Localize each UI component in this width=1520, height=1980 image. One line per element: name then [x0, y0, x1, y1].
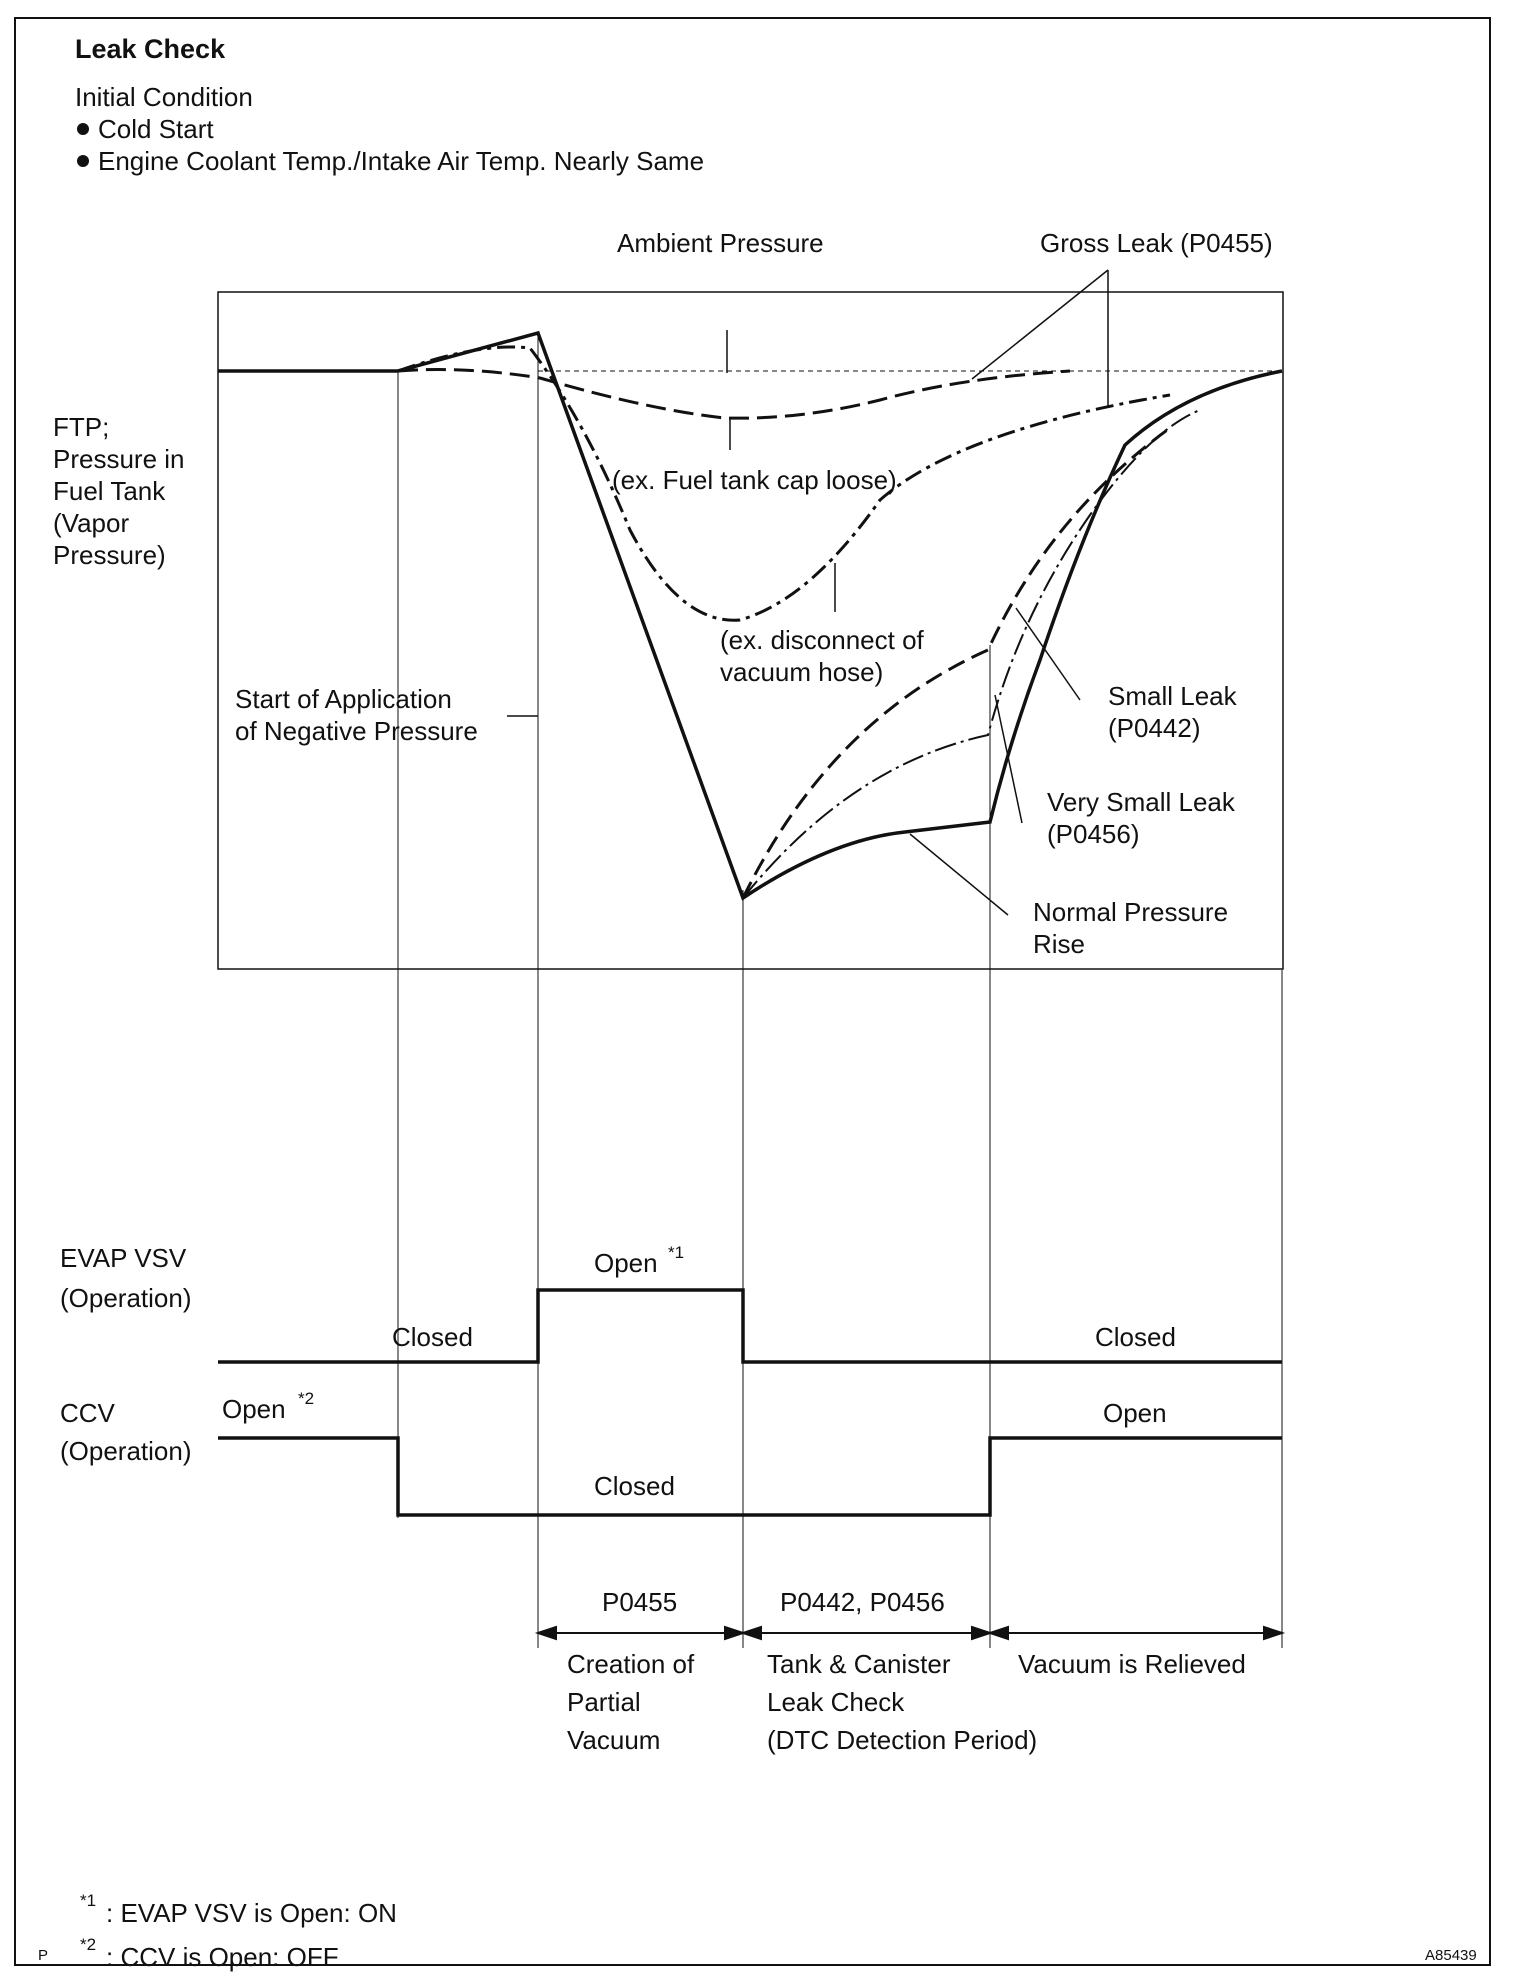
leader-lines: [507, 269, 1109, 916]
footnote-text: : CCV is Open: OFF: [106, 1942, 339, 1972]
evap-vsv-label: EVAP VSV: [60, 1243, 187, 1273]
ccv-open-label: Open: [1103, 1398, 1167, 1428]
gross-leak-label: Gross Leak (P0455): [1040, 228, 1273, 258]
small-leak-label: (P0442): [1108, 713, 1201, 743]
ccv-label: (Operation): [60, 1436, 192, 1466]
footnote-mark: *1: [80, 1891, 96, 1910]
period-desc: Leak Check: [767, 1687, 905, 1717]
figure-id: A85439: [1425, 1947, 1477, 1964]
condition-item: Engine Coolant Temp./Intake Air Temp. Ne…: [98, 146, 704, 176]
evap-vsv-open-note: *1: [668, 1243, 684, 1262]
ccv-open-note: *2: [298, 1389, 314, 1408]
period-dtc-label: P0455: [602, 1587, 677, 1617]
evap-vsv-trace: [218, 1288, 1282, 1364]
ambient-pressure-label: Ambient Pressure: [617, 228, 824, 258]
ftp-axis-label: (Vapor: [53, 508, 129, 538]
gross-leak-cap-loose-curve: [397, 368, 1071, 420]
evap-vsv-closed-label: Closed: [392, 1322, 473, 1352]
footnote-text: : EVAP VSV is Open: ON: [106, 1898, 397, 1928]
ccv-closed-label: Closed: [594, 1471, 675, 1501]
ftp-chart-box: [217, 291, 1284, 970]
hose-label: (ex. disconnect of: [720, 625, 925, 655]
outer-border: [14, 17, 1491, 1966]
corner-left-mark: P: [38, 1947, 48, 1964]
evap-vsv-label: (Operation): [60, 1283, 192, 1313]
period-desc: (DTC Detection Period): [767, 1725, 1037, 1755]
period-dtc-label: P0442, P0456: [780, 1587, 945, 1617]
ccv-label: CCV: [60, 1398, 116, 1428]
bullet-icon: [77, 123, 89, 135]
ftp-axis-label: FTP;: [53, 412, 109, 442]
small-leak-label: Small Leak: [1108, 681, 1238, 711]
ftp-axis-label: Fuel Tank: [53, 476, 166, 506]
ftp-axis-label: Pressure in: [53, 444, 185, 474]
period-desc: Vacuum: [567, 1725, 660, 1755]
very-small-leak-label: Very Small Leak: [1047, 787, 1236, 817]
condition-item: Cold Start: [98, 114, 214, 144]
phase-guides: [397, 335, 1283, 1648]
start-negative-pressure-label: of Negative Pressure: [235, 716, 478, 746]
period-desc: Tank & Canister: [767, 1649, 951, 1679]
ccv-trace: [218, 1436, 1282, 1517]
evap-vsv-closed-label: Closed: [1095, 1322, 1176, 1352]
evap-vsv-open-label: Open: [594, 1248, 658, 1278]
normal-pressure-curve: [218, 330, 1283, 901]
very-small-leak-label: (P0456): [1047, 819, 1140, 849]
hose-label: vacuum hose): [720, 657, 883, 687]
page-title: Leak Check: [75, 34, 226, 64]
start-negative-pressure-label: Start of Application: [235, 684, 452, 714]
footnote-mark: *2: [80, 1935, 96, 1954]
normal-rise-label: Rise: [1033, 929, 1085, 959]
period-desc: Vacuum is Relieved: [1018, 1649, 1246, 1679]
cap-loose-label: (ex. Fuel tank cap loose): [612, 465, 897, 495]
gross-leak-hose-curve: [397, 345, 1171, 622]
period-arrows: [534, 1625, 1286, 1641]
initial-condition-label: Initial Condition: [75, 82, 253, 112]
normal-rise-label: Normal Pressure: [1033, 897, 1228, 927]
small-leak-curve: [741, 426, 1171, 899]
period-desc: Creation of: [567, 1649, 695, 1679]
bullet-icon: [77, 155, 89, 167]
ccv-open-label: Open: [222, 1394, 286, 1424]
ftp-axis-label: Pressure): [53, 540, 166, 570]
period-desc: Partial: [567, 1687, 641, 1717]
